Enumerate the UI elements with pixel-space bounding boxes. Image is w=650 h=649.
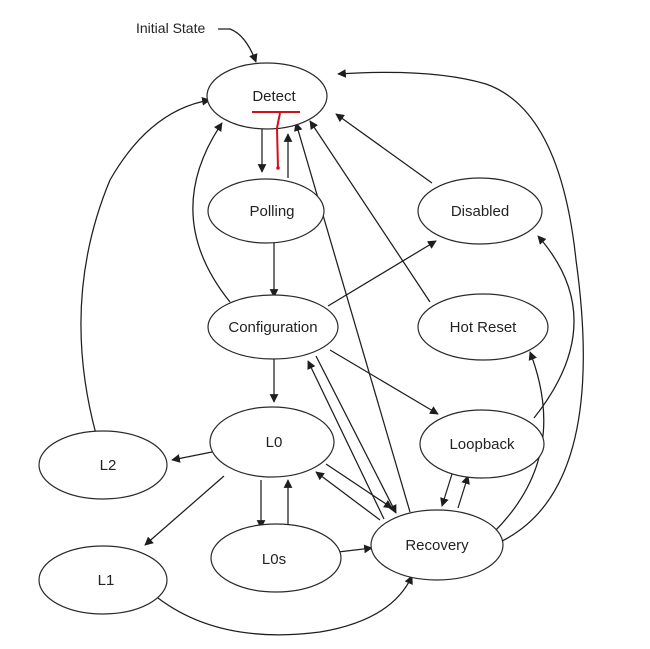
edge-recovery-to-detect-outer [337, 69, 584, 543]
node-detect-label: Detect [252, 88, 296, 105]
edge-recovery-to-loopback [457, 475, 470, 509]
edge-configuration-to-loopback [329, 349, 439, 415]
node-recovery-label: Recovery [405, 537, 469, 554]
edge-disabled-to-detect [335, 113, 433, 184]
edge-configuration-to-detect [192, 122, 231, 303]
node-l2: L2 [38, 430, 168, 500]
edge-hotreset-to-detect [309, 120, 431, 303]
edge-l0-to-l2 [171, 451, 213, 463]
node-configuration-label: Configuration [228, 319, 317, 336]
red-arrow-stroke [275, 112, 281, 169]
edge-recovery-to-configuration [307, 360, 385, 520]
node-l0s-label: L0s [262, 551, 286, 568]
node-detect: Detect [206, 62, 328, 130]
node-l1: L1 [38, 545, 168, 615]
edge-recovery-to-l0 [315, 471, 381, 521]
node-l0-label: L0 [266, 434, 283, 451]
red-annotation [252, 111, 300, 170]
node-loopback-label: Loopback [449, 436, 515, 453]
edge-l0s-to-recovery [337, 544, 373, 554]
edge-recovery-to-detect [294, 122, 411, 513]
node-disabled: Disabled [417, 177, 543, 245]
edge-loopback-to-recovery [440, 473, 453, 507]
edge-l0-to-l1 [144, 475, 225, 546]
edge-configuration-to-recovery [315, 355, 397, 514]
node-loopback: Loopback [419, 409, 545, 479]
edge-l2-to-detect [80, 96, 211, 435]
node-l2-label: L2 [100, 457, 117, 474]
node-disabled-label: Disabled [451, 203, 509, 220]
node-polling-label: Polling [249, 203, 294, 220]
edges [80, 69, 584, 636]
node-l1-label: L1 [98, 572, 115, 589]
node-l0s: L0s [210, 523, 342, 593]
node-recovery: Recovery [370, 509, 504, 581]
initial-state-label: Initial State [136, 20, 205, 36]
edge-loopback-to-disabled [533, 235, 575, 419]
edge-l0-to-recovery [325, 463, 393, 509]
edge-initial-to-detect [218, 28, 258, 63]
edge-l1-to-recovery [157, 575, 413, 636]
node-hot-reset: Hot Reset [417, 293, 549, 361]
node-l0: L0 [209, 406, 335, 478]
node-polling: Polling [207, 178, 325, 244]
red-arrow-dot [276, 166, 280, 170]
node-hot-reset-label: Hot Reset [450, 319, 518, 336]
edge-configuration-to-disabled [327, 240, 437, 307]
node-configuration: Configuration [207, 294, 339, 360]
